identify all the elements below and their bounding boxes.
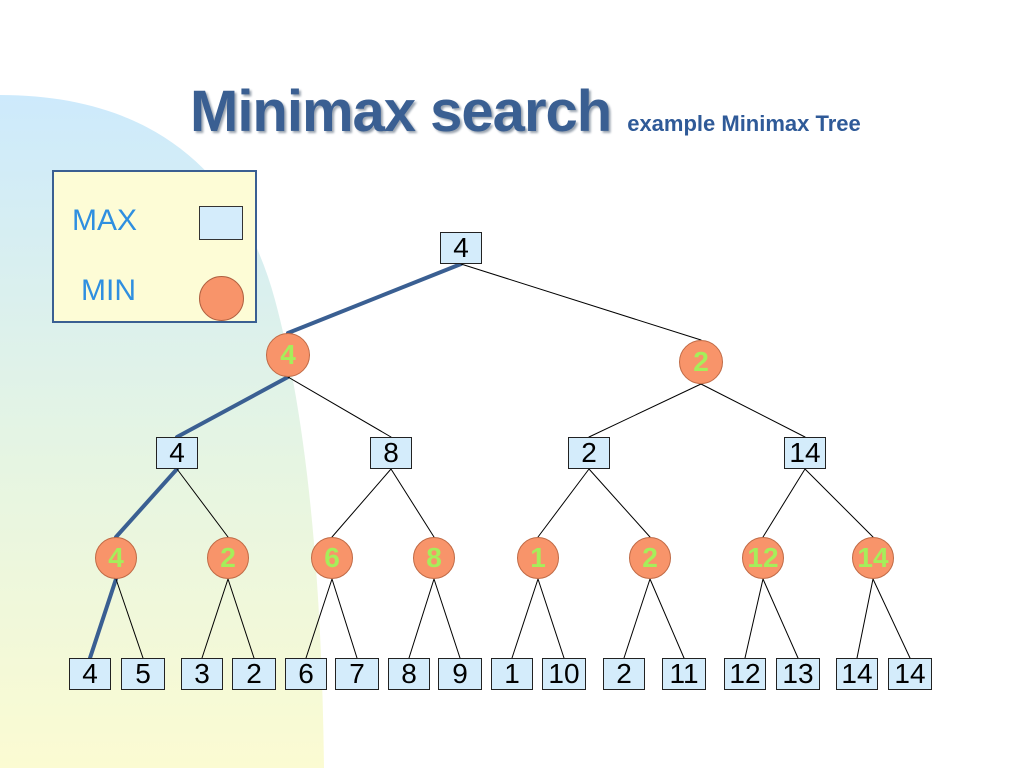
- max-node-r: 4: [440, 232, 482, 264]
- max-node-l3: 3: [181, 658, 223, 690]
- max-node-l10: 10: [542, 658, 586, 690]
- min-node-d1: 4: [95, 537, 137, 579]
- title-subtitle: example Minimax Tree: [627, 111, 861, 136]
- max-node-l2: 5: [121, 658, 165, 690]
- edge-b-c3: [588, 383, 702, 438]
- edge-d8-l16: [872, 578, 911, 659]
- max-node-l4: 2: [232, 658, 276, 690]
- min-node-d7: 12: [742, 537, 784, 579]
- edge-d8-l15: [856, 578, 874, 659]
- max-node-c4: 14: [784, 437, 826, 469]
- min-node-d4: 8: [413, 537, 455, 579]
- edge-c2-d4: [390, 468, 435, 538]
- edge-d5-l10: [537, 578, 565, 659]
- edge-d2-l3: [201, 578, 229, 659]
- edge-d1-l1: [88, 577, 118, 660]
- min-node-d5: 1: [517, 537, 559, 579]
- max-node-l15: 14: [836, 658, 878, 690]
- edge-d2-l4: [227, 578, 255, 659]
- edge-c1-d2: [176, 468, 229, 538]
- max-node-c1: 4: [156, 437, 198, 469]
- edge-d7-l13: [744, 578, 764, 659]
- edge-d4-l8: [433, 578, 461, 659]
- max-node-l5: 6: [285, 658, 327, 690]
- max-node-l8: 9: [438, 658, 482, 690]
- min-node-d6: 2: [629, 537, 671, 579]
- max-node-l1: 4: [69, 658, 111, 690]
- title-main: Minimax search: [190, 79, 612, 144]
- edge-d4-l7: [408, 578, 435, 659]
- max-node-l7: 8: [388, 658, 430, 690]
- max-node-c3: 2: [568, 437, 610, 469]
- max-node-l9: 1: [491, 658, 533, 690]
- edge-c3-d6: [588, 468, 651, 538]
- edge-d6-l11: [623, 578, 651, 659]
- edge-b-c4: [700, 383, 806, 438]
- legend-box: MAX MIN: [52, 170, 257, 323]
- max-node-c2: 8: [370, 437, 412, 469]
- edge-c1-d1: [114, 467, 179, 539]
- min-node-b: 2: [679, 340, 723, 384]
- max-node-l6: 7: [335, 658, 379, 690]
- max-node-l12: 11: [662, 658, 706, 690]
- edge-d7-l14: [762, 578, 799, 659]
- legend-max-label: MAX: [72, 204, 138, 237]
- legend-min-circle-icon: [199, 276, 244, 321]
- edge-c2-d3: [331, 468, 392, 538]
- edge-r-a: [286, 262, 463, 335]
- edge-c4-d7: [762, 468, 806, 538]
- max-node-l14: 13: [776, 658, 820, 690]
- edge-c3-d5: [537, 468, 590, 538]
- min-node-a: 4: [266, 333, 310, 377]
- edge-c4-d8: [804, 468, 874, 538]
- min-node-d3: 6: [311, 537, 353, 579]
- edge-d6-l12: [649, 578, 685, 659]
- edge-d1-l2: [115, 578, 144, 659]
- max-node-l13: 12: [724, 658, 766, 690]
- edge-a-c2: [287, 376, 392, 438]
- legend-max-square-icon: [199, 206, 243, 240]
- legend-min-label: MIN: [81, 274, 136, 307]
- min-node-d8: 14: [852, 537, 894, 579]
- max-node-l16: 14: [888, 658, 932, 690]
- edge-a-c1: [175, 375, 290, 439]
- edge-d5-l9: [511, 578, 539, 659]
- edge-d3-l5: [305, 578, 333, 659]
- slide-title: Minimax search example Minimax Tree: [190, 78, 861, 148]
- edge-r-b: [460, 263, 702, 341]
- min-node-d2: 2: [207, 537, 249, 579]
- edge-d3-l6: [331, 578, 358, 659]
- max-node-l11: 2: [603, 658, 645, 690]
